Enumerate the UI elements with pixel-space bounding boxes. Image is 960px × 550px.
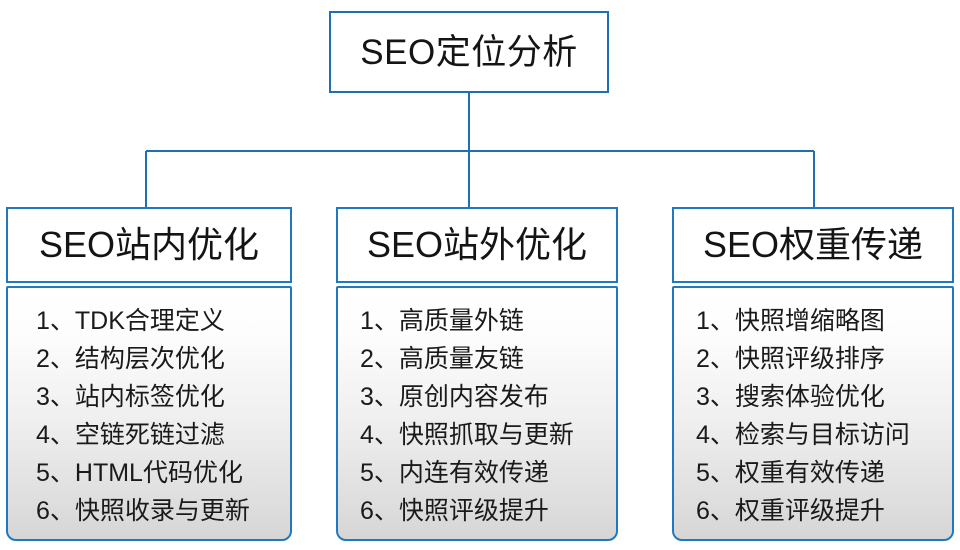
list-item: 2、结构层次优化: [36, 345, 225, 373]
list-item: 5、HTML代码优化: [36, 459, 243, 487]
list-item: 3、搜索体验优化: [696, 383, 885, 411]
branch-header-1[interactable]: SEO站内优化: [6, 207, 292, 283]
root-node-label: SEO定位分析: [360, 32, 578, 72]
branch-column-2: SEO站外优化 1、高质量外链 2、高质量友链 3、原创内容发布 4、快照抓取与…: [336, 207, 618, 541]
branch-header-2[interactable]: SEO站外优化: [336, 207, 618, 283]
list-item: 4、检索与目标访问: [696, 421, 910, 449]
list-item: 4、空链死链过滤: [36, 421, 225, 449]
list-item: 6、权重评级提升: [696, 497, 885, 525]
branch-column-3: SEO权重传递 1、快照增缩略图 2、快照评级排序 3、搜索体验优化 4、检索与…: [672, 207, 954, 541]
branch-list-1: 1、TDK合理定义 2、结构层次优化 3、站内标签优化 4、空链死链过滤 5、H…: [6, 286, 292, 541]
list-item: 3、站内标签优化: [36, 383, 225, 411]
list-item: 5、内连有效传递: [360, 459, 549, 487]
list-item: 1、高质量外链: [360, 307, 524, 335]
branch-header-label-1: SEO站内优化: [38, 224, 260, 265]
root-node[interactable]: SEO定位分析: [329, 11, 609, 93]
list-item: 3、原创内容发布: [360, 383, 549, 411]
branch-column-1: SEO站内优化 1、TDK合理定义 2、结构层次优化 3、站内标签优化 4、空链…: [6, 207, 292, 541]
list-item: 5、权重有效传递: [696, 459, 885, 487]
list-item: 1、TDK合理定义: [36, 307, 225, 335]
branch-header-label-3: SEO权重传递: [702, 224, 924, 265]
branch-header-3[interactable]: SEO权重传递: [672, 207, 954, 283]
list-item: 2、快照评级排序: [696, 345, 885, 373]
list-item: 2、高质量友链: [360, 345, 524, 373]
branch-list-2: 1、高质量外链 2、高质量友链 3、原创内容发布 4、快照抓取与更新 5、内连有…: [336, 286, 618, 541]
list-item: 4、快照抓取与更新: [360, 421, 574, 449]
branch-list-3: 1、快照增缩略图 2、快照评级排序 3、搜索体验优化 4、检索与目标访问 5、权…: [672, 286, 954, 541]
list-item: 6、快照评级提升: [360, 497, 549, 525]
branch-header-label-2: SEO站外优化: [366, 224, 588, 265]
list-item: 1、快照增缩略图: [696, 307, 885, 335]
list-item: 6、快照收录与更新: [36, 497, 250, 525]
